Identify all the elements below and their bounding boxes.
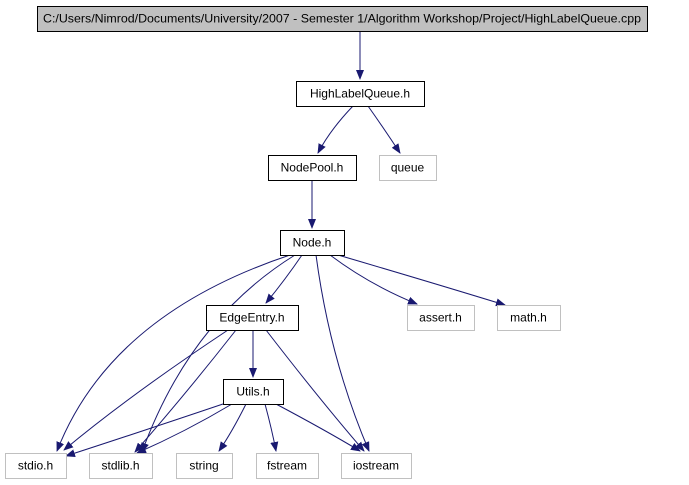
edge-utils-to-string (218, 403, 247, 452)
edge-highlabelqueue-to-queue (367, 105, 401, 154)
node-box-edgeentry (206, 305, 299, 331)
node-box-iostream (341, 453, 412, 479)
node-highlabelqueue[interactable]: HighLabelQueue.h (296, 81, 425, 107)
node-label-stdlib: stdlib.h (101, 459, 139, 473)
edge-edgeentry-to-iostream (265, 329, 365, 452)
node-label-root: C:/Users/Nimrod/Documents/University/200… (43, 12, 641, 26)
node-label-queue: queue (391, 161, 425, 175)
node-label-fstream: fstream (267, 459, 307, 473)
node-utils[interactable]: Utils.h (223, 379, 284, 405)
node-box-highlabelqueue (296, 81, 425, 107)
edge-node-to-edgeentry (265, 254, 303, 304)
node-stdio: stdio.h (5, 453, 67, 479)
node-label-nodepool: NodePool.h (281, 161, 344, 175)
edge-utils-to-iostream (275, 403, 361, 452)
edge-node-to-stdlib (141, 254, 296, 453)
node-box-assert (407, 305, 475, 331)
node-queue: queue (379, 155, 437, 181)
edge-node-to-math (337, 254, 506, 307)
node-nodepool[interactable]: NodePool.h (268, 155, 357, 181)
node-string: string (176, 453, 233, 479)
node-label-math: math.h (510, 311, 547, 325)
node-label-highlabelqueue: HighLabelQueue.h (310, 87, 410, 101)
edge-layer (56, 31, 506, 458)
node-box-string (176, 453, 233, 479)
node-root: C:/Users/Nimrod/Documents/University/200… (37, 6, 648, 32)
node-stdlib: stdlib.h (89, 453, 153, 479)
node-label-iostream: iostream (353, 459, 399, 473)
node-box-nodepool (268, 155, 357, 181)
node-assert: assert.h (407, 305, 475, 331)
node-layer: C:/Users/Nimrod/Documents/University/200… (5, 6, 648, 479)
edge-edgeentry-to-stdio (63, 329, 229, 451)
node-label-string: string (189, 459, 218, 473)
node-label-edgeentry: EdgeEntry.h (219, 311, 284, 325)
edge-utils-to-stdio (65, 403, 224, 458)
node-label-utils: Utils.h (236, 385, 269, 399)
node-edgeentry[interactable]: EdgeEntry.h (206, 305, 299, 331)
edge-utils-to-stdlib (136, 403, 233, 454)
node-box-stdio (5, 453, 67, 479)
edge-node-to-stdio (56, 254, 291, 452)
node-math: math.h (497, 305, 561, 331)
edge-node-to-assert (329, 254, 418, 305)
node-fstream: fstream (256, 453, 319, 479)
node-label-stdio: stdio.h (18, 459, 53, 473)
edge-utils-to-fstream (264, 403, 279, 452)
edge-highlabelqueue-to-nodepool (317, 105, 354, 154)
node-box-fstream (256, 453, 319, 479)
node-box-queue (379, 155, 437, 181)
node-box-stdlib (89, 453, 153, 479)
node-label-assert: assert.h (419, 311, 462, 325)
node-node[interactable]: Node.h (280, 230, 345, 256)
edge-edgeentry-to-stdlib (134, 329, 237, 453)
node-label-node: Node.h (293, 236, 332, 250)
node-box-math (497, 305, 561, 331)
edge-node-to-iostream (315, 254, 370, 452)
node-iostream: iostream (341, 453, 412, 479)
node-box-utils (223, 379, 284, 405)
node-box-node (280, 230, 345, 256)
node-box-root (37, 6, 648, 32)
